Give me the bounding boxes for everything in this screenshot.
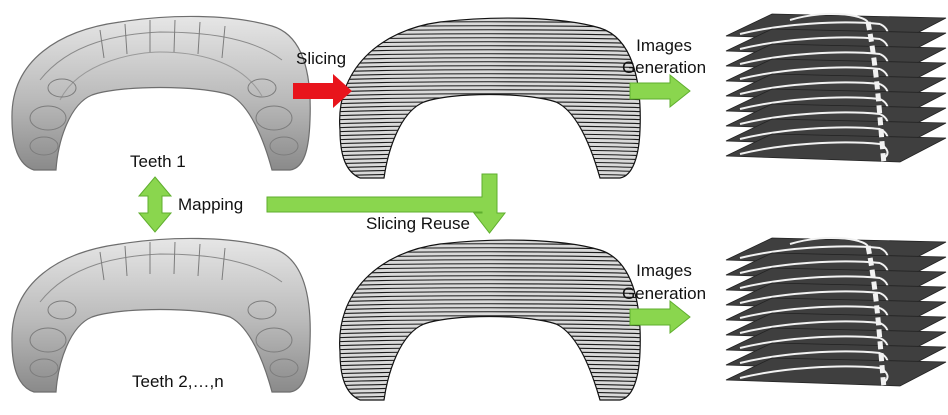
slicing-reuse-label: Slicing Reuse [366,214,470,234]
teethn-sliced-model-icon [330,240,650,402]
teeth1-label: Teeth 1 [130,152,186,172]
mapping-label: Mapping [178,195,243,215]
mapping-arrow-icon [139,177,171,232]
images-generation-bottom-label-line1: Images [618,261,710,281]
images-generation-top-label-line1: Images [618,36,710,56]
teethn-model-icon [12,238,310,392]
images-generation-bottom-label-line2: Generation [612,284,716,304]
teeth1-sliced-model-icon [330,18,650,180]
teethn-image-stack-icon [726,238,946,388]
teeth1-image-stack-icon [726,14,946,164]
images-generation-top-label-line2: Generation [612,58,716,78]
slicing-label: Slicing [296,49,346,69]
teeth-n-label: Teeth 2,…,n [132,372,224,392]
teeth1-model-icon [12,16,310,170]
